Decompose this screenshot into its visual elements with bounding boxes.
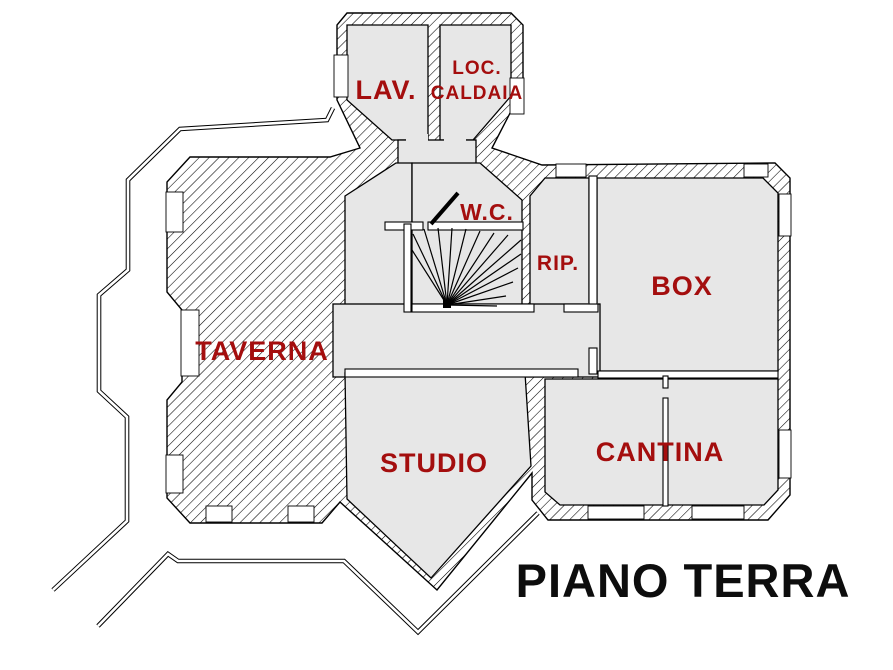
door-lav bbox=[406, 134, 428, 146]
corridor-top-wall bbox=[411, 303, 535, 313]
wc-bottom-wall bbox=[427, 221, 524, 231]
window bbox=[287, 505, 315, 523]
staircase bbox=[411, 227, 522, 308]
room-labels: LAV. LOC. CALDAIA W.C. RIP. BOX TAVERNA … bbox=[195, 58, 725, 478]
corridor-top-wall bbox=[563, 303, 599, 313]
page-title: PIANO TERRA bbox=[516, 554, 851, 607]
terrain-lines bbox=[51, 106, 540, 636]
window bbox=[333, 54, 349, 98]
room-floors bbox=[332, 24, 779, 579]
box-cantina-wall bbox=[597, 370, 779, 379]
room-cantina-label: CANTINA bbox=[596, 437, 725, 467]
room-loc-caldaia-label-line2: CALDAIA bbox=[431, 83, 524, 104]
room-rip-floor bbox=[529, 177, 590, 309]
room-lav-label: LAV. bbox=[355, 75, 416, 105]
window bbox=[587, 505, 645, 520]
wc-diagonal-wall bbox=[429, 191, 460, 226]
door-box bbox=[588, 303, 598, 349]
corridor-floor bbox=[332, 303, 601, 378]
room-wc-label: W.C. bbox=[460, 199, 514, 225]
wc-stair-floor bbox=[411, 162, 523, 313]
window bbox=[367, 541, 403, 575]
rip-box-wall-stub bbox=[588, 347, 598, 375]
room-taverna-label: TAVERNA bbox=[195, 336, 329, 366]
cantina-divider-stub bbox=[662, 375, 669, 389]
window bbox=[180, 309, 200, 377]
room-rip-label: RIP. bbox=[537, 252, 579, 275]
stair-hall-wall bbox=[403, 223, 412, 313]
room-loc-caldaia-floor bbox=[439, 24, 512, 141]
window bbox=[165, 191, 184, 233]
stair-newel bbox=[443, 300, 451, 308]
window bbox=[778, 193, 792, 237]
window bbox=[778, 429, 792, 479]
room-studio-label: STUDIO bbox=[380, 448, 488, 478]
window bbox=[691, 505, 745, 520]
windows bbox=[165, 54, 792, 575]
corridor-bottom-wall bbox=[344, 368, 579, 378]
door-loc-caldaia bbox=[444, 134, 466, 146]
window bbox=[743, 163, 769, 178]
interior-partitions bbox=[344, 175, 779, 507]
room-box-label: BOX bbox=[651, 271, 713, 301]
rip-box-wall bbox=[588, 175, 598, 305]
cantina-divider-wall bbox=[662, 397, 669, 507]
room-cantina-floor bbox=[544, 378, 779, 506]
window bbox=[205, 505, 233, 523]
window bbox=[165, 454, 184, 494]
room-loc-caldaia-label-line1: LOC. bbox=[452, 58, 501, 79]
window bbox=[555, 163, 587, 178]
window bbox=[509, 77, 525, 115]
